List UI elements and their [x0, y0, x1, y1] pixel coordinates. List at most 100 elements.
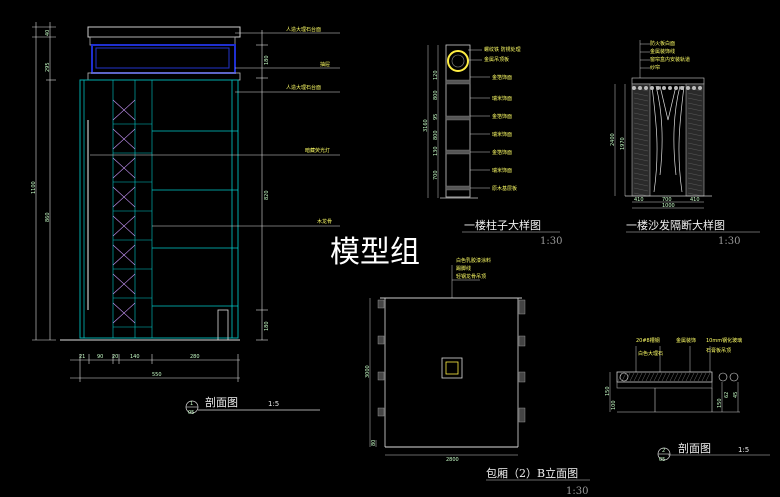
slab-hatch-line	[665, 372, 671, 382]
dim-a-left-0: 40	[45, 30, 51, 36]
slab-hatch-line	[701, 372, 707, 382]
column-dim-lines	[427, 45, 439, 198]
column-callout-4: 金箔饰面	[492, 113, 512, 120]
panel-texture-line	[633, 112, 649, 117]
panel-texture-line	[687, 112, 703, 117]
wall-panel-outer	[441, 357, 463, 379]
ornament-dot	[644, 86, 648, 90]
elevation-scale: 1:30	[566, 486, 588, 497]
elevation-wall-bands	[377, 299, 526, 423]
section-b-callout-2: 10mm钢化玻璃	[706, 337, 742, 344]
column-callout-1: 金属吊顶板	[484, 56, 509, 63]
elevation-title: 包厢（2）B立面图	[486, 466, 578, 480]
column-callout-3: 瑞米饰面	[492, 95, 512, 102]
x-brace-line	[112, 215, 136, 237]
panel-texture-line	[633, 97, 649, 102]
callout-leaders-a	[90, 32, 340, 227]
ornament-dot	[656, 86, 660, 90]
section-b-num-bottom: 05	[659, 457, 665, 463]
ornament-dot	[686, 86, 690, 90]
column-callout-leaders	[462, 49, 560, 233]
column-dim-6: 700	[433, 170, 439, 180]
slab-hatch-line	[673, 372, 679, 382]
section-a-title: 剖面图	[205, 395, 238, 409]
ornament-dot	[638, 86, 642, 90]
slab-hatch-line	[677, 372, 683, 382]
lower-counter	[87, 72, 241, 81]
elevation-dim-bottom: 2800	[446, 457, 459, 463]
x-brace-line	[112, 302, 136, 324]
panel-texture-line	[687, 177, 703, 182]
callout-a-0: 人造大理石台面	[286, 26, 321, 33]
callout-a-2: 人造大理石台面	[286, 84, 321, 91]
panel-texture-line	[633, 192, 649, 197]
section-b-callout-0: 20#8槽钢	[636, 337, 660, 344]
sofa-dim-bottom-1: 700	[662, 197, 672, 203]
ornament-dot	[632, 86, 636, 90]
panel-texture-line	[687, 152, 703, 157]
panel-texture-line	[633, 127, 649, 132]
x-brace-line	[112, 273, 136, 295]
panel-texture-line	[633, 92, 649, 97]
panel-texture-line	[687, 142, 703, 147]
countertop-edge	[89, 36, 236, 46]
elevation-callout-0: 白色乳胶漆涂料	[456, 257, 491, 264]
dimension-lines-bottom	[70, 354, 240, 382]
dim-a-bottom-4: 280	[190, 354, 200, 360]
slab-hatch-line	[629, 372, 635, 382]
section-b-drawing	[609, 346, 770, 461]
panel-texture-line	[633, 132, 649, 137]
section-b-dim-3: 62	[724, 392, 730, 398]
x-brace-line	[112, 128, 136, 150]
cabinet-body	[79, 79, 239, 339]
panel-texture-line	[687, 187, 703, 192]
dimension-lines-right	[256, 30, 268, 341]
column-dim-3: 3160	[423, 119, 429, 132]
panel-texture-line	[633, 102, 649, 107]
countertop-top	[87, 26, 241, 38]
column-drawing	[427, 44, 560, 233]
sofa-dim-bottom-0: 410	[634, 197, 644, 203]
sofa-title: 一楼沙发隔断大样图	[626, 218, 725, 232]
panel-texture-line	[687, 147, 703, 152]
column-dim-5: 130	[433, 146, 439, 156]
section-b-num-top: 2	[662, 448, 665, 454]
section-b-dim-1: 100	[611, 400, 617, 410]
panel-texture-line	[687, 162, 703, 167]
panel-texture-line	[687, 102, 703, 107]
elevation-callout-1: 踢脚线	[456, 265, 471, 272]
panel-texture-line	[633, 137, 649, 142]
sofa-dim-bottom-2: 410	[690, 197, 700, 203]
base-leg	[217, 309, 229, 341]
ornament-dot	[668, 86, 672, 90]
column-callout-2: 金箔饰面	[492, 74, 512, 81]
ornament-dot	[692, 86, 696, 90]
dim-a-right-0: 180	[264, 55, 270, 65]
slab-hatch-line	[669, 372, 675, 382]
column-dim-1: 800	[433, 90, 439, 100]
dim-a-bottom-3: 140	[130, 354, 140, 360]
x-brace-line	[112, 244, 136, 266]
column-dim-0: 120	[433, 70, 439, 80]
section-b-dim-0: 150	[605, 386, 611, 396]
ornament-dot	[650, 86, 654, 90]
panel-texture-line	[633, 142, 649, 147]
panel-texture-line	[633, 182, 649, 187]
column-title: 一楼柱子大样图	[464, 218, 541, 232]
dim-a-total: 550	[152, 372, 162, 378]
panel-texture-line	[687, 157, 703, 162]
x-brace-column	[112, 80, 153, 338]
column-callout-5: 瑞米饰面	[492, 131, 512, 138]
panel-texture-line	[633, 172, 649, 177]
panel-texture-line	[687, 172, 703, 177]
callout-a-1: 抽屉	[320, 61, 330, 68]
ornament-row	[632, 86, 702, 90]
drawer-outline	[91, 44, 236, 74]
slab-hatch-line	[697, 372, 703, 382]
curtain	[651, 85, 685, 193]
section-b-callout-1: 金属装饰	[676, 337, 696, 344]
section-b-callout-3: 白色大理石	[638, 350, 663, 357]
shelves	[152, 80, 238, 338]
ornament-dot	[674, 86, 678, 90]
panel-texture-line	[633, 107, 649, 112]
